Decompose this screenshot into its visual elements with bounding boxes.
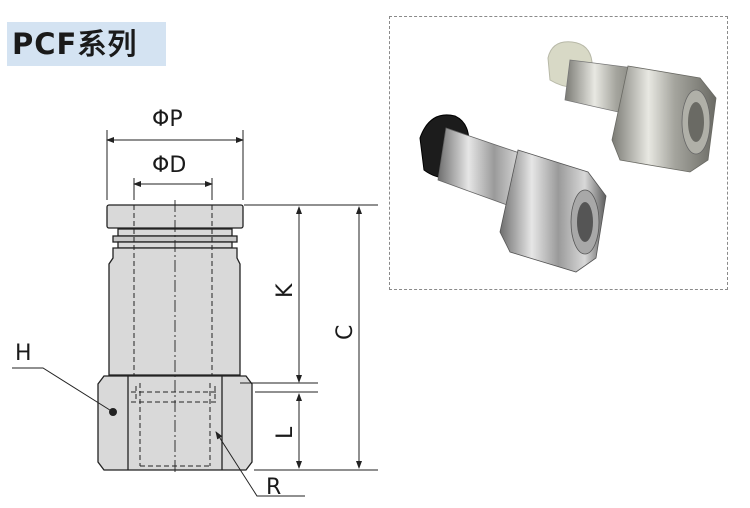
label-r: R bbox=[266, 475, 281, 500]
leader-r bbox=[215, 431, 305, 497]
hidden-lines bbox=[131, 205, 218, 467]
label-k: K bbox=[273, 283, 298, 298]
leader-h bbox=[12, 367, 114, 413]
label-c: C bbox=[333, 325, 358, 340]
main-cylinder bbox=[108, 247, 241, 376]
title-background bbox=[7, 22, 166, 66]
page-title: PCF系列 bbox=[12, 27, 138, 61]
photo-frame bbox=[389, 16, 728, 290]
fitting-photo-front bbox=[419, 114, 607, 273]
label-phi-d: ΦD bbox=[152, 153, 186, 178]
product-photo bbox=[419, 41, 717, 273]
label-phi-p: ΦP bbox=[152, 107, 183, 132]
label-h: H bbox=[15, 341, 32, 366]
fitting-photo-back bbox=[547, 41, 717, 173]
label-l: L bbox=[273, 426, 298, 439]
